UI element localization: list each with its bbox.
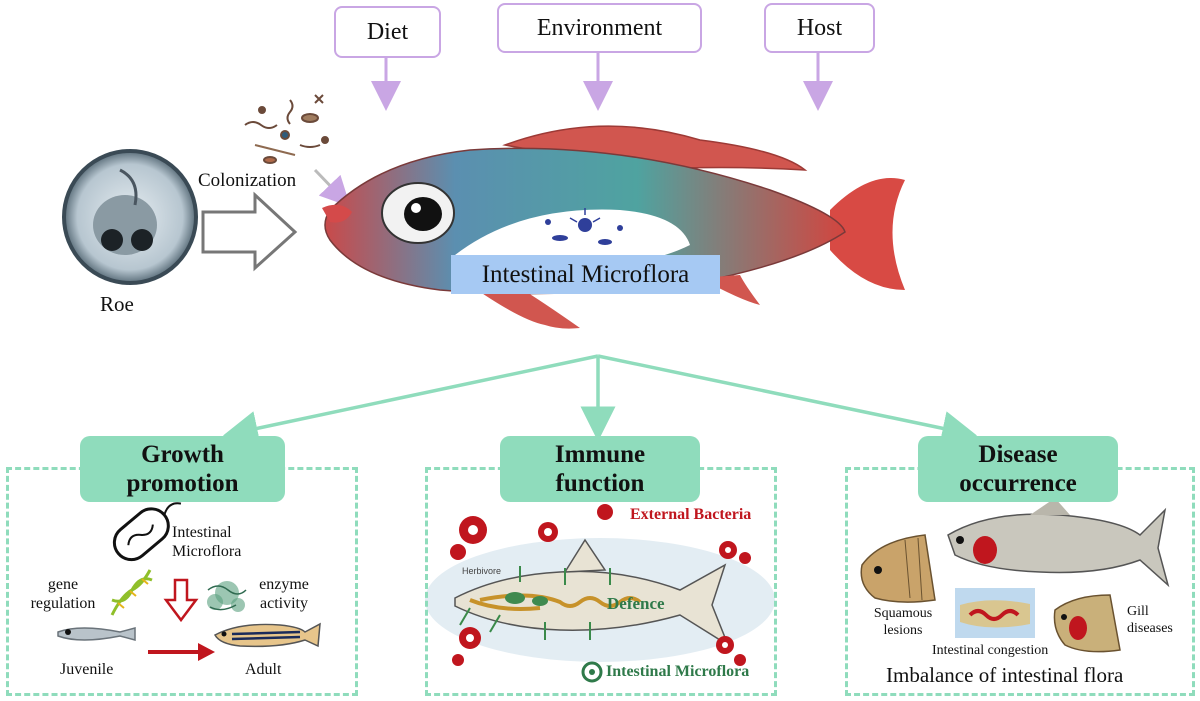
adult-label: Adult [245, 661, 282, 678]
environment-box: Environment [497, 3, 702, 53]
effect-arrows [222, 354, 978, 446]
immune-microflora-label: Intestinal Microflora [606, 663, 750, 680]
roe-egg-illustration [62, 149, 198, 285]
colonization-label: Colonization [198, 170, 297, 191]
imbalance-label: Imbalance of intestinal flora [886, 663, 1124, 687]
hollow-arrow-icon [201, 191, 298, 272]
diet-box: Diet [334, 6, 441, 58]
environment-label: Environment [536, 14, 663, 41]
growth-panel-graphics [57, 502, 321, 661]
microbe-cluster-icon [244, 94, 329, 164]
diet-label: Diet [366, 18, 409, 45]
intestinal-microflora-label: Intestinal Microflora [451, 255, 720, 294]
host-box: Host [764, 3, 875, 53]
intestinal-congestion-label: Intestinal congestion [932, 643, 1049, 658]
roe-label: Roe [100, 292, 134, 316]
defence-label: Defence [607, 594, 665, 613]
colonization-arrow [313, 168, 351, 207]
factor-arrows [371, 50, 833, 111]
immune-panel-graphics [425, 504, 775, 683]
external-bacteria-label: External Bacteria [630, 506, 752, 523]
disease-panel-graphics [860, 498, 1170, 653]
juvenile-label: Juvenile [60, 661, 114, 678]
main-fish-illustration [322, 125, 905, 329]
herbivore-label: Herbivore [462, 566, 502, 576]
host-label: Host [796, 14, 843, 41]
